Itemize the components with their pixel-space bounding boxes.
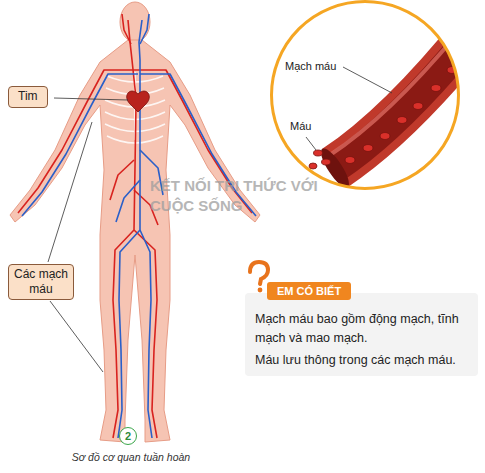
- organ-label-box: Tim: [8, 86, 48, 108]
- organ-label: Tim: [18, 89, 38, 105]
- heart: [127, 91, 150, 112]
- organ-label-box: Các mạch máu: [8, 264, 74, 300]
- info-heading: EM CÓ BIẾT: [267, 282, 351, 300]
- inset-circle: Mạch máuMáu: [270, 0, 460, 190]
- veins: [22, 14, 256, 438]
- callout-number: 2: [119, 427, 137, 445]
- part-label: Mạch máu: [285, 60, 336, 72]
- leader-lines: [48, 98, 128, 372]
- info-text: Máu lưu thông trong các mạch máu.: [255, 351, 468, 370]
- question-icon: [250, 262, 268, 292]
- figure-caption: Sơ đồ cơ quan tuần hoàn: [0, 451, 262, 463]
- vessel-inset: [272, 2, 480, 191]
- organ-label: Các mạch máu: [13, 267, 69, 297]
- callout-number-text: 2: [125, 431, 131, 442]
- human-body: [10, 2, 260, 442]
- watermark: KẾT NỐI TRI THỨC VỚI CUỘC SỐNG: [150, 176, 328, 217]
- part-label: Máu: [290, 120, 311, 132]
- info-text: Mạch máu bao gồm động mạch, tĩnh mạch và…: [255, 310, 468, 348]
- info-panel: EM CÓ BIẾTMạch máu bao gồm động mạch, tĩ…: [245, 293, 478, 376]
- arteries: [18, 14, 252, 438]
